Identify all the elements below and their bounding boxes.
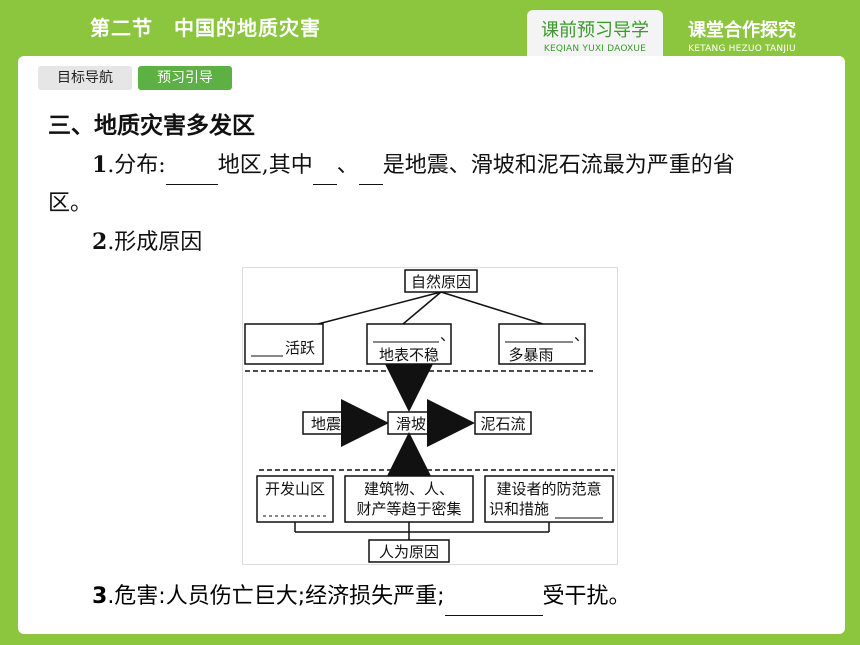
human-box-2-line2: 财产等趋于密集 — [356, 500, 461, 518]
section-title: 第二节 中国的地质灾害 — [90, 16, 321, 40]
question-number: 2 — [92, 229, 108, 255]
human-box-3-line1: 建设者的防范意 — [496, 480, 601, 498]
question-1-continued: 区。 — [48, 191, 93, 216]
answer-blank — [165, 160, 218, 185]
human-box-2-line1: 建筑物、人、 — [364, 480, 454, 498]
question-3: 3.危害:人员伤亡巨大;经济损失严重; 受干扰。 — [48, 578, 838, 616]
tab-sublabel: KEQIAN YUXI DAOXUE — [543, 44, 647, 54]
question-text: 地区,其中 — [217, 153, 313, 178]
human-box-3 — [484, 475, 614, 523]
content-panel: 目标导航 预习引导 三、地质灾害多发区 1.分布:地区,其中、是地震、滑坡和泥石… — [18, 56, 845, 634]
natural-box-2-text: 地表不稳 — [379, 346, 439, 364]
subtab-goal-navigation[interactable]: 目标导航 — [38, 66, 132, 90]
top-bar: 第二节 中国的地质灾害 课前预习导学 KEQIAN YUXI DAOXUE 课堂… — [0, 0, 860, 56]
question-number: 1 — [92, 152, 108, 178]
connector-line — [317, 291, 442, 325]
human-box-1-text: 开发山区 — [265, 480, 325, 498]
tab-class-inquiry[interactable]: 课堂合作探究 KETANG HEZUO TANJIU — [672, 10, 812, 56]
tab-preview-guide[interactable]: 课前预习导学 KEQIAN YUXI DAOXUE — [527, 10, 663, 56]
earthquake-label: 地震 — [311, 415, 341, 433]
question-2: 2.形成原因 — [48, 223, 838, 262]
question-number: 3 — [92, 584, 108, 609]
answer-blank — [312, 160, 337, 185]
human-cause-box — [368, 539, 450, 563]
natural-box-1 — [244, 323, 324, 365]
debris-flow-label: 泥石流 — [480, 415, 525, 433]
debris-flow-box — [474, 411, 532, 435]
answer-blank — [444, 591, 543, 616]
natural-box-3-text: 多暴雨 — [508, 346, 553, 364]
subtab-preview-guidance[interactable]: 预习引导 — [138, 66, 232, 90]
question-1: 1.分布: 地区,其中、是地震、滑坡和泥石流最为严重的省 — [48, 146, 838, 185]
natural-box-3 — [498, 323, 586, 365]
tab-label: 课前预习导学 — [541, 20, 649, 41]
question-text: 是地震、滑坡和泥石流最为严重的省 — [382, 153, 735, 178]
natural-box-2-comma: 、 — [440, 326, 455, 344]
cause-diagram: 自然原因 活跃 、 地表不稳 、 多暴雨 地震 滑坡 — [242, 267, 618, 565]
natural-box-3-comma: 、 — [574, 326, 589, 344]
tab-label: 课堂合作探究 — [688, 20, 796, 41]
natural-box-2 — [366, 323, 452, 365]
section-heading: 三、地质灾害多发区 — [48, 113, 255, 139]
answer-blank — [358, 160, 383, 185]
question-text: 、 — [336, 153, 359, 178]
natural-box-1-text: 活跃 — [285, 339, 315, 357]
cause-diagram-svg: 自然原因 活跃 、 地表不稳 、 多暴雨 地震 滑坡 — [244, 269, 615, 563]
human-cause-label: 人为原因 — [379, 543, 439, 561]
question-text: .分布: — [107, 153, 166, 178]
human-box-1 — [256, 475, 334, 523]
connector-line — [440, 291, 544, 325]
landslide-label: 滑坡 — [396, 415, 426, 433]
human-box-3-line2: 识和措施 — [489, 500, 549, 518]
question-text: .形成原因 — [107, 230, 203, 255]
question-text: 受干扰。 — [542, 584, 631, 609]
natural-cause-label: 自然原因 — [411, 273, 471, 291]
tab-sublabel: KETANG HEZUO TANJIU — [688, 44, 796, 54]
question-text: .危害:人员伤亡巨大;经济损失严重; — [107, 584, 445, 609]
connector-line — [402, 291, 442, 325]
lesson-content: 三、地质灾害多发区 1.分布: 地区,其中、是地震、滑坡和泥石流最为严重的省 区。… — [48, 106, 838, 262]
